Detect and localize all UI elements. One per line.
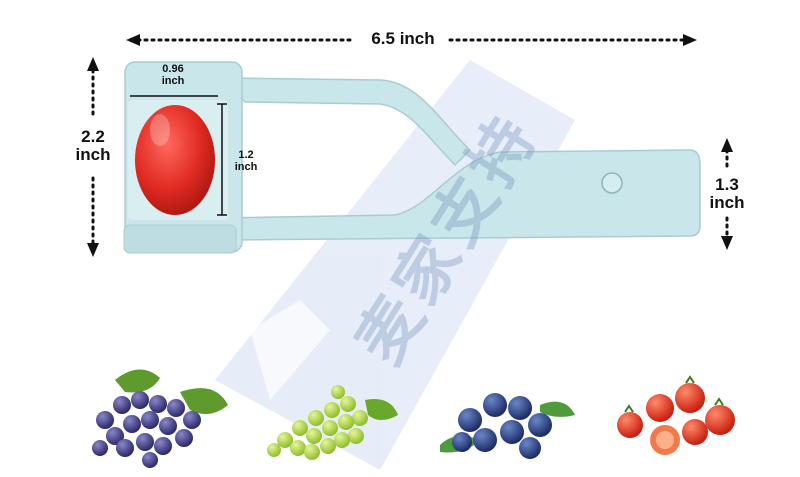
length-label: 6.5 inch: [371, 29, 435, 48]
release-button: [601, 172, 623, 194]
cherry-tomatoes-image: [617, 375, 735, 455]
tomato-in-cup: [135, 105, 215, 215]
dimension-arrows: [87, 34, 733, 257]
end-height-value: 1.3: [715, 175, 739, 194]
green-grapes-image: [267, 385, 398, 460]
blueberries-image: [440, 393, 575, 459]
height-value: 2.2: [81, 127, 105, 146]
height-unit: inch: [75, 144, 111, 164]
cup-height-unit: inch: [234, 160, 258, 173]
cup-width-label: 0.96 inch: [150, 63, 196, 87]
end-height-unit: inch: [709, 192, 745, 212]
cup-width-unit: inch: [161, 74, 185, 87]
height-label: 2.2 inch: [70, 128, 116, 164]
purple-grapes-image: [92, 369, 228, 468]
cup-height-value: 1.2: [238, 149, 254, 161]
cup-height-label: 1.2 inch: [228, 149, 264, 173]
end-height-label: 1.3 inch: [704, 176, 750, 212]
cup-width-value: 0.96: [162, 63, 184, 75]
